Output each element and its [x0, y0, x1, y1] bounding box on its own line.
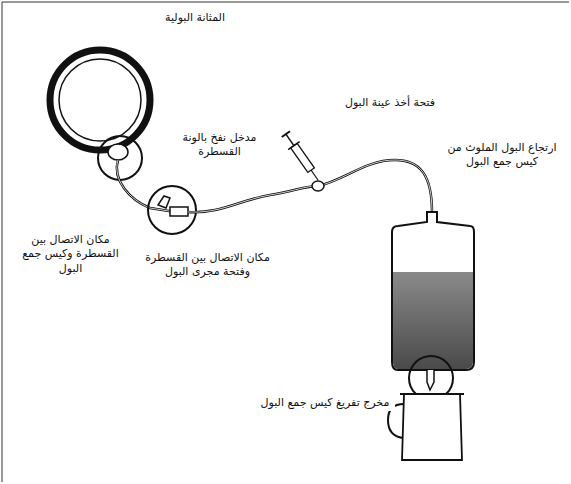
bladder	[50, 50, 150, 150]
jug-rim	[400, 393, 464, 395]
part-label: مخرج تفريغ كيس جمع البول	[255, 395, 395, 411]
frame-line	[2, 2, 569, 3]
part-label: المثانة البولية	[140, 10, 250, 26]
part-label: فتحة أخذ عينة البول	[330, 95, 450, 111]
part-label: مدخل نفخ بالونة القسطرة	[172, 130, 267, 161]
part-label: ارتجاع البول الملوث من كيس جمع البول	[440, 140, 564, 171]
inflation-port	[158, 196, 170, 208]
part-label: مكان الاتصال بين القسطرة وكيس جمع البول	[8, 232, 133, 277]
urine	[393, 272, 473, 369]
part-label: مكان الاتصال بين القسطرة وفتحة مجرى البو…	[135, 250, 280, 281]
connector	[170, 207, 188, 216]
syringe	[280, 130, 324, 184]
collection-jug	[402, 394, 462, 460]
bladder-wall	[59, 59, 141, 141]
collection-bag	[392, 212, 474, 370]
frame-line	[2, 2, 3, 482]
highlight-circle	[98, 136, 142, 180]
sample-port	[312, 181, 324, 191]
catheter-balloon	[108, 144, 128, 160]
highlight-circle	[148, 186, 196, 234]
drain-outlet	[427, 370, 434, 390]
